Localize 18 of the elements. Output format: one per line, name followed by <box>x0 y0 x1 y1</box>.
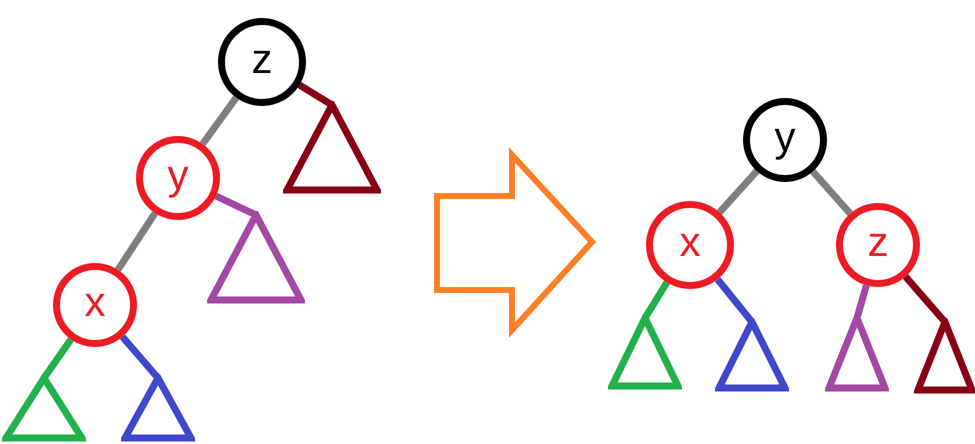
node-label: y <box>774 116 796 158</box>
node-label: y <box>168 154 188 196</box>
node-label: z <box>868 221 888 263</box>
node-label: x <box>84 281 106 323</box>
tree-edge <box>902 274 948 324</box>
tree-edge <box>41 337 74 380</box>
tree-edge <box>716 168 760 215</box>
tree-edge <box>214 192 258 218</box>
tree-edge <box>642 280 670 320</box>
tree-edge <box>714 277 755 324</box>
tree-edge <box>115 211 158 272</box>
tree-edge <box>298 82 334 108</box>
tree-edge <box>200 96 240 146</box>
tree-edge <box>854 284 870 319</box>
node-label: x <box>680 221 700 263</box>
node-label: z <box>252 38 272 80</box>
tree-edge <box>810 169 853 216</box>
tree-edge <box>120 334 161 380</box>
